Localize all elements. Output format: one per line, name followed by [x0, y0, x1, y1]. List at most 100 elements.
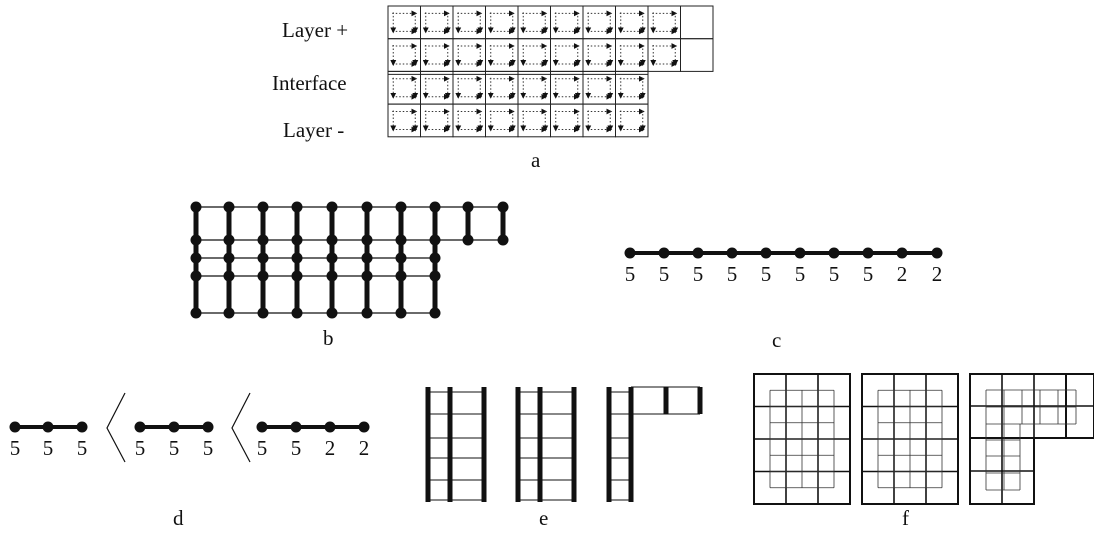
cell — [582, 38, 616, 72]
cell — [485, 103, 519, 138]
lattice-node — [361, 270, 373, 282]
cell — [550, 70, 584, 105]
caption-b: b — [323, 326, 334, 350]
chain-d-label: 2 — [359, 436, 370, 460]
lattice-node — [190, 307, 202, 319]
panel-f-grids — [753, 373, 1094, 505]
cell — [420, 38, 454, 72]
cut-separator — [231, 392, 251, 463]
cell — [647, 38, 681, 72]
lattice-node — [223, 307, 235, 319]
cell — [387, 5, 421, 40]
chain-d-label: 5 — [10, 436, 21, 460]
chain-c-node — [828, 247, 840, 259]
lattice-node — [361, 307, 373, 319]
chain-d-label: 5 — [169, 436, 180, 460]
layer-plus-label: Layer + — [282, 18, 349, 42]
cell — [485, 70, 519, 105]
chain-c-label: 2 — [897, 262, 908, 286]
layer-minus-label: Layer - — [283, 118, 345, 142]
lattice-node — [257, 307, 269, 319]
cell — [517, 70, 551, 105]
chain-c-label: 5 — [863, 262, 874, 286]
caption-f: f — [902, 506, 909, 530]
panel-a-grid — [387, 5, 714, 138]
lattice-node — [291, 201, 303, 213]
lattice-node — [190, 201, 202, 213]
cell — [615, 70, 649, 105]
lattice-node — [326, 201, 338, 213]
cell — [615, 38, 649, 72]
chain-d-node — [9, 421, 21, 433]
chain-c-node — [658, 247, 670, 259]
lattice-node — [497, 201, 509, 213]
chain-d-node — [42, 421, 54, 433]
chain-c-node — [726, 247, 738, 259]
lattice-node — [395, 307, 407, 319]
lattice-node — [326, 234, 338, 246]
cell — [517, 38, 551, 72]
chain-c-label: 5 — [829, 262, 840, 286]
cell — [387, 103, 421, 138]
lattice-node — [361, 201, 373, 213]
chain-c-label: 2 — [932, 262, 943, 286]
chain-c-label: 5 — [761, 262, 772, 286]
lattice-node — [395, 234, 407, 246]
cell — [485, 38, 519, 72]
cell — [582, 5, 616, 40]
lattice-node — [326, 270, 338, 282]
caption-d: d — [173, 506, 184, 530]
lattice-node — [190, 270, 202, 282]
panel-e-ladders — [425, 386, 703, 502]
cut-separator — [106, 392, 126, 463]
lattice-node — [190, 234, 202, 246]
cell — [550, 38, 584, 72]
caption-e: e — [539, 506, 549, 530]
lattice-node — [223, 270, 235, 282]
cell — [517, 5, 551, 40]
chain-d-node — [134, 421, 146, 433]
cell — [452, 38, 486, 72]
lattice-node — [326, 307, 338, 319]
lattice-node — [223, 201, 235, 213]
cell — [550, 103, 584, 138]
lattice-node — [395, 201, 407, 213]
chain-c-label: 5 — [727, 262, 738, 286]
cell — [420, 103, 454, 138]
chain-d-node — [256, 421, 268, 433]
chain-c-label: 5 — [693, 262, 704, 286]
interface-label: Interface — [272, 71, 347, 95]
cell — [550, 5, 584, 40]
chain-c-node — [624, 247, 636, 259]
chain-c-node — [896, 247, 908, 259]
panel-b-lattice — [190, 201, 509, 319]
chain-c-label: 5 — [795, 262, 806, 286]
lattice-node — [223, 252, 235, 264]
cell — [582, 70, 616, 105]
lattice-node — [257, 252, 269, 264]
chain-c-node — [692, 247, 704, 259]
cell — [387, 70, 421, 105]
chain-c-label: 5 — [625, 262, 636, 286]
chain-c-node — [862, 247, 874, 259]
lattice-node — [291, 270, 303, 282]
caption-c: c — [772, 328, 782, 352]
lattice-node — [361, 234, 373, 246]
chain-d-label: 5 — [77, 436, 88, 460]
lattice-node — [190, 252, 202, 264]
lattice-node — [462, 234, 474, 246]
chain-d-label: 5 — [135, 436, 146, 460]
chain-c-label: 5 — [659, 262, 670, 286]
caption-a: a — [531, 148, 541, 172]
lattice-node — [429, 270, 441, 282]
chain-d-label: 2 — [325, 436, 336, 460]
cell — [680, 5, 714, 40]
chain-d-node — [324, 421, 336, 433]
cell — [647, 5, 681, 40]
chain-d-label: 5 — [203, 436, 214, 460]
cell — [615, 103, 649, 138]
